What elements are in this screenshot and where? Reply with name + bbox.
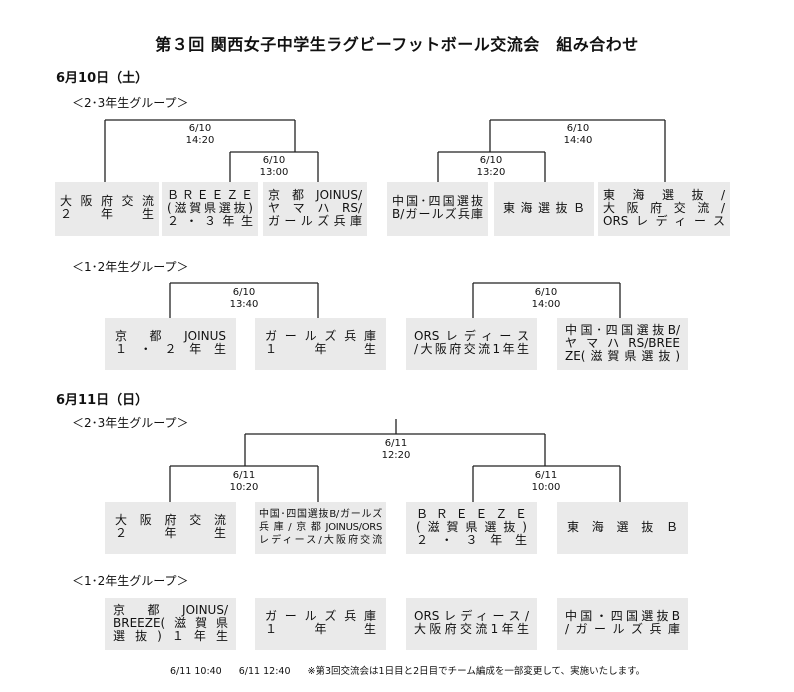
match-date: 6/11 (232, 470, 256, 481)
footer-note: 6/11 10:40 6/11 12:40 ※第3回交流会は1日目と2日目でチー… (170, 663, 659, 677)
team-box: 京都JOINUS/ BREEZE(滋賀県 選抜)１年生 (105, 598, 236, 650)
match-d1-g23-2: 6/10 13:00 (259, 155, 289, 179)
match-date: 6/10 (534, 287, 558, 298)
team-box: ガールズ兵庫 １ 年 生 (255, 318, 386, 370)
match-time: 13:40 (229, 299, 259, 310)
day1-group23-label: ＜2･3年生グループ＞ (72, 96, 189, 110)
team-box: 大阪府交流 ２ 年 生 (55, 182, 159, 236)
match-date: 6/11 (534, 470, 558, 481)
match-date: 6/10 (188, 123, 212, 134)
match-d2-g23-final: 6/11 12:20 (381, 438, 411, 462)
team-box: 東海選抜/ 大阪府交流/ ORSレディース (598, 182, 730, 236)
match-time: 12:20 (381, 450, 411, 461)
footer-time1: 6/11 10:40 (170, 666, 222, 677)
match-time: 14:20 (185, 135, 215, 146)
team-box: 東海選抜Ｂ (557, 502, 688, 554)
day2-group23-label: ＜2･3年生グループ＞ (72, 416, 189, 430)
team-box: 中国･四国選抜B/ ヤマハRS/BREE ZE(滋賀県選抜) (557, 318, 688, 370)
team-box: 中国・四国選抜B /ガールズ兵庫 (557, 598, 688, 650)
team-box: ＢＲＥＥＺＥ (滋賀県選抜) ２・３年生 (162, 182, 258, 236)
day1-date: 6月10日（土） (56, 71, 149, 86)
team-box: 中国･四国選抜 B/ガールズ兵庫 (387, 182, 488, 236)
match-date: 6/10 (232, 287, 256, 298)
match-d2-g23-1: 6/11 10:20 (229, 470, 259, 494)
team-box: 東海選抜Ｂ (494, 182, 594, 236)
team-box: 大阪府交流 ２ 年 生 (105, 502, 236, 554)
match-time: 14:40 (563, 135, 593, 146)
match-time: 13:20 (476, 167, 506, 178)
team-box: ガールズ兵庫 １ 年 生 (255, 598, 386, 650)
day2-group12-label: ＜1･2年生グループ＞ (72, 574, 189, 588)
team-box: 京都JOINUS/ ヤマハRS/ ガールズ兵庫 (263, 182, 367, 236)
day1-group12-label: ＜1･2年生グループ＞ (72, 260, 189, 274)
match-d1-g23-3: 6/10 13:20 (476, 155, 506, 179)
team-box: ORSレディース /大阪府交流1年生 (406, 318, 537, 370)
match-d1-g12-2: 6/10 14:00 (531, 287, 561, 311)
team-box: 中国･四国選抜B/ガールズ 兵庫/京都JOINUS/ORS レディース/大阪府交… (255, 502, 386, 554)
match-date: 6/10 (262, 155, 286, 166)
page-title: 第３回 関西女子中学生ラグビーフットボール交流会 組み合わせ (155, 35, 639, 54)
team-box: ORSレディース/ 大阪府交流1年生 (406, 598, 537, 650)
match-time: 10:20 (229, 482, 259, 493)
match-date: 6/10 (566, 123, 590, 134)
match-d2-g23-2: 6/11 10:00 (531, 470, 561, 494)
team-box: ＢＲＥＥＺＥ (滋賀県選抜) ２・３年生 (406, 502, 537, 554)
match-time: 14:00 (531, 299, 561, 310)
match-time: 10:00 (531, 482, 561, 493)
footer-note-text: ※第3回交流会は1日目と2日目でチーム編成を一部変更して、実施いたします。 (307, 666, 646, 677)
match-date: 6/11 (384, 438, 408, 449)
match-time: 13:00 (259, 167, 289, 178)
day2-date: 6月11日（日） (56, 393, 149, 408)
match-d1-g23-1: 6/10 14:20 (185, 123, 215, 147)
footer-time2: 6/11 12:40 (238, 666, 291, 677)
match-date: 6/10 (479, 155, 503, 166)
match-d1-g12-1: 6/10 13:40 (229, 287, 259, 311)
match-d1-g23-4: 6/10 14:40 (563, 123, 593, 147)
team-box: 京都JOINUS １・２年生 (105, 318, 236, 370)
